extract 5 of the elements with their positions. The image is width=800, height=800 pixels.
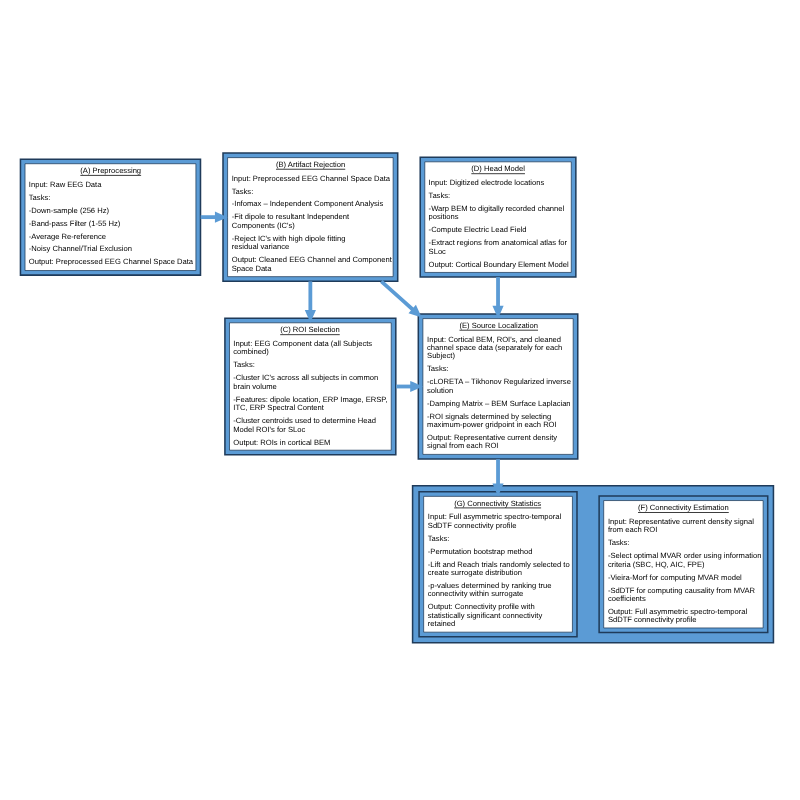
arrow <box>200 210 228 222</box>
arrow <box>304 280 316 322</box>
arrow <box>492 458 504 496</box>
arrow <box>380 278 422 317</box>
arrow <box>492 276 504 318</box>
